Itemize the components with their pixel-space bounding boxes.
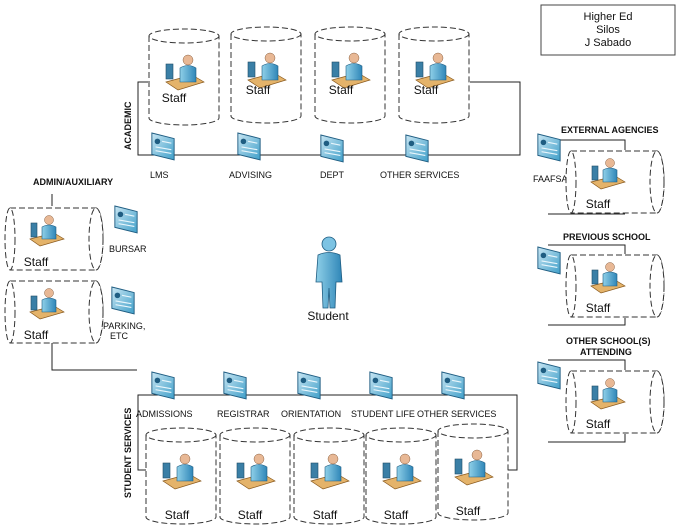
academic-silo-1: Staff (148, 28, 220, 126)
service-label-dept: DEPT (320, 170, 345, 180)
service-label-bursar: BURSAR (109, 244, 147, 254)
lms-service-icon (151, 132, 175, 161)
other-schools-service-icon (537, 361, 561, 390)
service-label-etc: ETC (110, 331, 129, 341)
bursar-service-icon (114, 205, 138, 234)
title-line-1: Higher Ed (584, 11, 633, 23)
service-label-advising: ADVISING (229, 170, 272, 180)
faafsa-service-icon (537, 133, 561, 162)
student-services-silo-3: Staff (293, 427, 365, 525)
staff-label: Staff (24, 255, 49, 269)
other-schools-heading-line-1: OTHER SCHOOL(S) (566, 336, 651, 346)
academic-group: ACADEMIC Staff Staff Staff Staff LMS ADV… (123, 26, 521, 180)
other-services-icon (405, 134, 429, 163)
admin-silo-2: Staff (4, 280, 104, 344)
external-agencies-heading: EXTERNAL AGENCIES (561, 125, 659, 135)
previous-school-group: PREVIOUS SCHOOL Staff (537, 232, 665, 326)
service-label-faafsa: FAAFSA (533, 174, 568, 184)
staff-label: Staff (313, 508, 338, 522)
service-label-admissions: ADMISSIONS (136, 409, 193, 419)
student-services-group: STUDENT SERVICES ADMISSIONS REGISTRAR OR… (123, 371, 518, 525)
student-services-heading: STUDENT SERVICES (123, 408, 133, 498)
service-label-registrar: REGISTRAR (217, 409, 270, 419)
external-agencies-group: EXTERNAL AGENCIES FAAFSA Staff (533, 125, 665, 215)
staff-label: Staff (162, 91, 187, 105)
dept-service-icon (320, 134, 344, 163)
student-label: Student (307, 309, 349, 323)
staff-label: Staff (414, 83, 439, 97)
staff-label: Staff (246, 83, 271, 97)
title-line-3: J Sabado (585, 37, 631, 49)
admin-silo-1: Staff (4, 207, 104, 271)
academic-silo-4: Staff (398, 26, 470, 124)
student-services-silo-4: Staff (365, 427, 437, 525)
previous-school-heading: PREVIOUS SCHOOL (563, 232, 651, 242)
admin-heading: ADMIN/AUXILIARY (33, 177, 113, 187)
title-line-2: Silos (596, 24, 620, 36)
other-schools-group: OTHER SCHOOL(S) ATTENDING Staff (537, 336, 665, 443)
service-label-parking: PARKING, (103, 321, 145, 331)
advising-service-icon (237, 132, 261, 161)
service-label-other: OTHER SERVICES (417, 409, 496, 419)
staff-label: Staff (329, 83, 354, 97)
staff-label: Staff (586, 301, 611, 315)
student-figure: Student (307, 236, 349, 323)
previous-school-service-icon (537, 246, 561, 275)
staff-label: Staff (586, 197, 611, 211)
staff-label: Staff (586, 417, 611, 431)
academic-heading: ACADEMIC (123, 101, 133, 150)
student-services-silo-2: Staff (219, 427, 291, 525)
service-label-student-life: STUDENT LIFE (351, 409, 415, 419)
student-services-silo-5: Staff (437, 423, 509, 521)
service-label-lms: LMS (150, 170, 169, 180)
staff-label: Staff (165, 508, 190, 522)
staff-label: Staff (238, 508, 263, 522)
other-schools-heading-line-2: ATTENDING (580, 347, 632, 357)
academic-silo-3: Staff (314, 26, 386, 124)
staff-label: Staff (24, 328, 49, 342)
parking-service-icon (111, 286, 135, 315)
admin-group: ADMIN/AUXILIARY Staff Staff BURSAR PARKI… (4, 177, 147, 371)
student-services-silo-1: Staff (145, 427, 217, 525)
service-label-other: OTHER SERVICES (380, 170, 459, 180)
staff-label: Staff (456, 504, 481, 518)
academic-silo-2: Staff (230, 26, 302, 124)
staff-label: Staff (384, 508, 409, 522)
title-box: Higher Ed Silos J Sabado (540, 4, 676, 56)
service-label-orientation: ORIENTATION (281, 409, 341, 419)
